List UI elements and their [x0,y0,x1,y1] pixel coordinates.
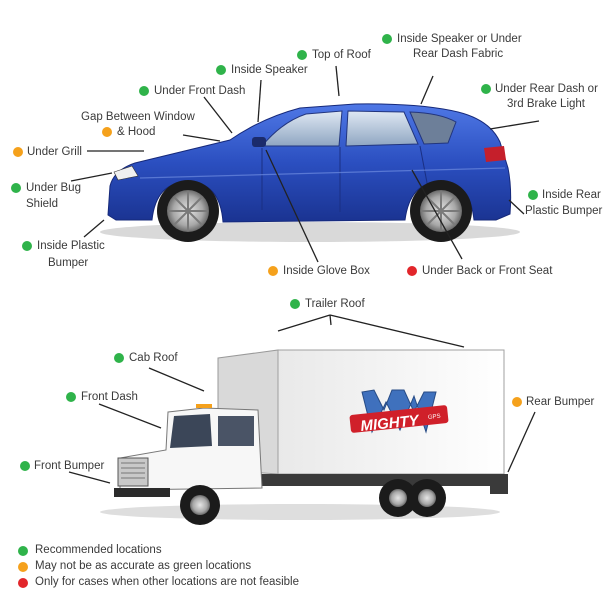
truck-grille-bars [121,462,145,479]
car-rim-spokes [168,191,461,231]
label-gap-window-hood-line1: Gap Between Window [81,111,195,123]
truck-grille [117,457,149,487]
dot-front-dash [66,392,76,402]
label-under-rear-dash-line2: 3rd Brake Light [507,98,585,110]
car [100,103,520,242]
car-quarter-window [409,111,457,145]
label-under-grill: Under Grill [27,146,82,158]
dot-inside-speaker-rear-dash [382,34,392,44]
car-door-seams [261,145,429,212]
dot-under-grill [13,147,23,157]
label-top-of-roof: Top of Roof [312,49,371,61]
car-front-window [260,110,343,147]
label-inside-glove-box: Inside Glove Box [283,265,370,277]
dot-cab-roof [114,353,124,363]
dot-inside-plastic-bumper [22,241,32,251]
label-under-rear-dash-line1: Under Rear Dash or [495,83,598,95]
label-gap-window-hood-line2: & Hood [117,126,156,138]
label-inside-rear-bumper-line2: Plastic Bumper [525,205,603,217]
truck-logo: MIGHTY GPS [349,389,449,435]
truck-front-rim [190,495,210,515]
label-inside-speaker-rear-dash-line1: Inside Speaker or Under [397,33,522,45]
car-rear-window [345,110,419,147]
label-inside-plastic-bumper-line2: Bumper [48,257,89,269]
truck-rear-rim-2 [418,489,436,507]
truck-leader-lines [68,314,536,484]
car-leader-lines [70,65,540,263]
dot-trailer-roof [290,299,300,309]
legend-dot-less-accurate [18,562,28,572]
car-mirror [252,137,266,147]
dot-inside-rear-bumper [528,190,538,200]
truck-rear-rim-1 [389,489,407,507]
dot-gap-window-hood [102,127,112,137]
truck-windshield [170,414,212,448]
label-cab-roof: Cab Roof [129,352,178,364]
label-inside-rear-bumper-line1: Inside Rear [542,189,601,201]
label-inside-speaker-rear-dash-line2: Rear Dash Fabric [413,48,504,60]
legend-dot-recommended [18,546,28,556]
label-under-bug-shield-line1: Under Bug [26,182,81,194]
label-trailer-roof: Trailer Roof [305,298,365,310]
legend-less-accurate: May not be as accurate as green location… [35,560,252,572]
label-front-bumper: Front Bumper [34,460,105,472]
legend-recommended: Recommended locations [35,544,162,556]
dot-under-seat [407,266,417,276]
label-front-dash: Front Dash [81,391,138,403]
truck-side-window [218,416,254,446]
truck-cab-lights [196,404,212,408]
label-inside-plastic-bumper-line1: Inside Plastic [37,240,105,252]
truck: MIGHTY GPS [100,349,508,525]
dot-inside-speaker [216,65,226,75]
label-under-bug-shield-line2: Shield [26,198,58,210]
trailer-frame [250,474,504,486]
dot-inside-glove-box [268,266,278,276]
dot-under-bug-shield [11,183,21,193]
car-taillight [484,146,506,162]
logo-brand-text: MIGHTY [360,412,422,435]
dot-rear-bumper [512,397,522,407]
legend-dot-not-feasible [18,578,28,588]
logo-suffix-text: GPS [428,414,441,421]
label-under-front-dash: Under Front Dash [154,85,246,97]
truck-rear-bumper [490,474,508,494]
logo-banner [349,405,449,433]
dot-under-rear-dash [481,84,491,94]
label-under-seat: Under Back or Front Seat [422,265,553,277]
dot-front-bumper [20,461,30,471]
car-headlight [113,165,139,181]
legend-not-feasible: Only for cases when other locations are … [35,576,300,588]
label-rear-bumper: Rear Bumper [526,396,595,408]
dot-under-front-dash [139,86,149,96]
label-inside-speaker: Inside Speaker [231,64,308,76]
car-body-crease [139,167,506,179]
dot-top-of-roof [297,50,307,60]
truck-bumper [114,488,170,497]
